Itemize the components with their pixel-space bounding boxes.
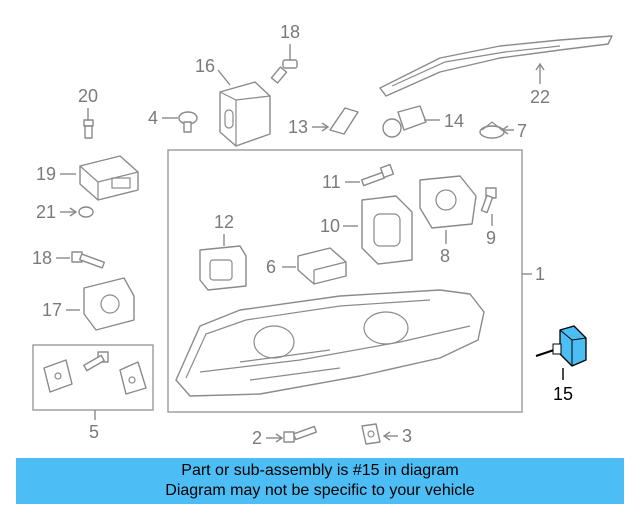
callout-15: 15 [553,384,573,404]
callout-13: 13 [288,117,308,137]
screw-part-9 [480,187,497,214]
screw-part-11 [360,163,395,187]
callout-10: 10 [320,216,340,236]
module-part [79,155,139,201]
small-bolt-part [83,119,94,139]
bracket-kit-frame [32,344,154,411]
callout-5: 5 [89,422,99,442]
connector-part [297,247,347,285]
callout-4: 4 [148,108,158,128]
callout-16: 16 [195,56,215,76]
callout-1: 1 [535,264,545,284]
callout-19: 19 [36,164,56,184]
clip-part-3 [361,423,381,445]
nut-part [78,206,94,218]
bulb-part-highlighted [535,325,587,367]
callout-22: 22 [530,87,550,107]
callout-11: 11 [322,172,341,192]
callout-2: 2 [252,428,262,448]
housing-part [419,175,477,229]
callout-12: 12 [214,212,234,232]
banner-line-1: Part or sub-assembly is #15 in diagram [181,462,459,479]
callout-8: 8 [440,246,450,266]
bracket-part [361,195,413,265]
bulb-socket-part [382,105,427,138]
callout-14: 14 [444,111,464,131]
headlamp-part [175,289,485,397]
callout-9: 9 [486,228,496,248]
bolt-part-18 [71,251,106,269]
banner-line-2: Diagram may not be specific to your vehi… [165,482,475,499]
headlamp-assembly-frame [167,149,523,413]
screw-part-5 [83,351,109,372]
bracket-left-part [43,359,73,393]
bracket-right-part [119,361,147,395]
module-part-17 [83,277,135,331]
callout-18-left: 18 [32,248,52,268]
callout-20: 20 [78,86,98,106]
callout-6: 6 [266,257,276,277]
callout-21: 21 [36,202,56,222]
callout-3: 3 [402,426,412,446]
info-banner: Part or sub-assembly is #15 in diagram D… [16,458,624,504]
control-module-part [219,81,271,147]
screw-part [178,111,198,133]
parts-diagram: 1 5 22 18 16 4 13 14 [32,22,613,448]
clip-part [329,107,359,135]
callout-17: 17 [42,300,62,320]
ballast-part [199,245,247,291]
bolt-part [270,59,298,84]
cap-part [479,121,505,139]
callout-18-top: 18 [280,22,300,42]
callout-7: 7 [517,121,527,141]
trim-strip-part [379,35,613,97]
screw-part-2 [283,425,318,443]
